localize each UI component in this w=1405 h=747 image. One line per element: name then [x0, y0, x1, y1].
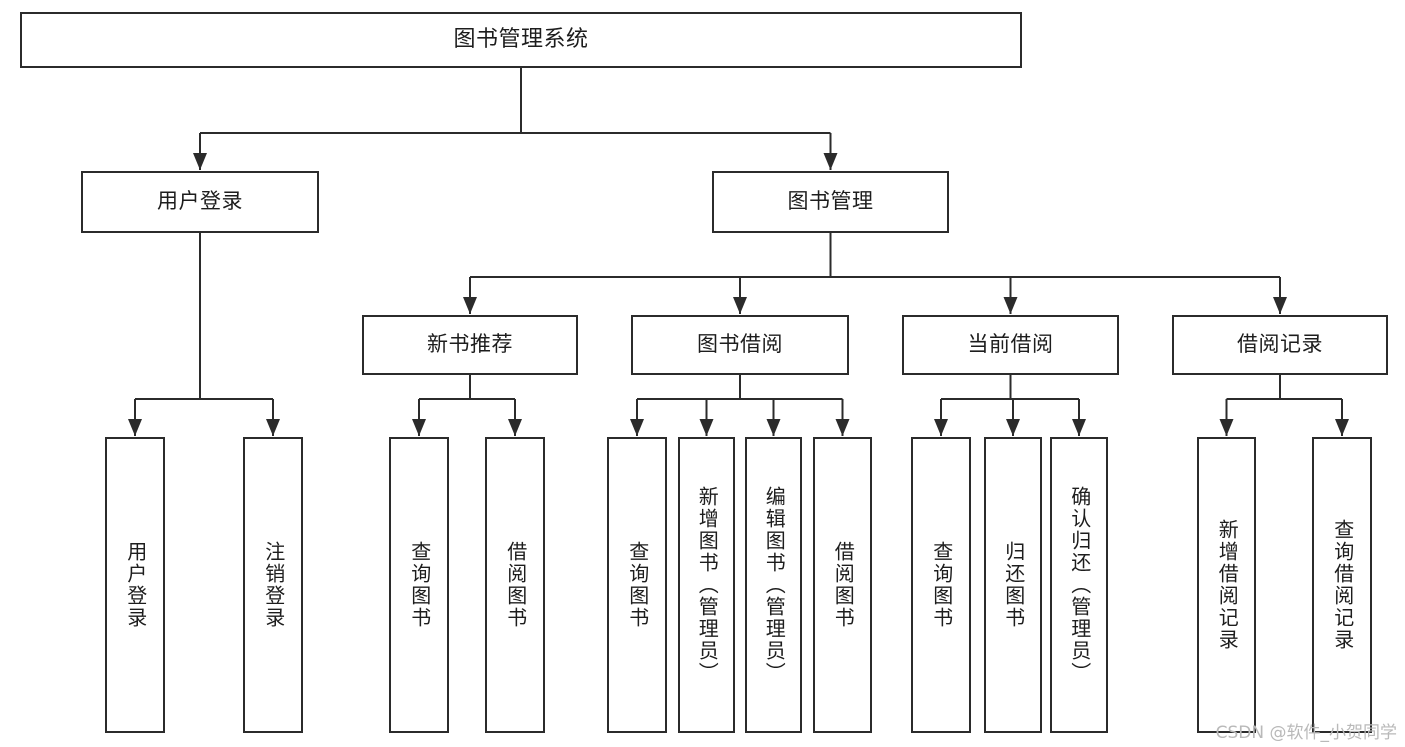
arrowhead-icon — [128, 419, 142, 436]
arrowhead-icon — [733, 297, 747, 314]
node-leaf-add-record[interactable]: 新增借阅记录 — [1197, 437, 1256, 733]
arrowhead-icon — [463, 297, 477, 314]
node-leaf-logout[interactable]: 注销登录 — [243, 437, 303, 733]
node-label: 查询图书 — [929, 541, 954, 629]
node-leaf-edit-book[interactable]: 编辑图书（管理员） — [745, 437, 802, 733]
node-label: 归还图书 — [1001, 541, 1026, 629]
watermark: CSDN @软件_小贺同学 — [1215, 723, 1397, 743]
arrowhead-icon — [1003, 297, 1018, 314]
node-book-borrow[interactable]: 图书借阅 — [631, 315, 849, 375]
node-new-book-recommend[interactable]: 新书推荐 — [362, 315, 578, 375]
arrowhead-icon — [699, 419, 714, 436]
arrowhead-icon — [823, 153, 838, 170]
node-leaf-user-login[interactable]: 用户登录 — [105, 437, 165, 733]
node-label: 当前借阅 — [967, 332, 1054, 357]
node-leaf-confirm-return[interactable]: 确认归还（管理员） — [1050, 437, 1108, 733]
node-leaf-query-record[interactable]: 查询借阅记录 — [1312, 437, 1372, 733]
arrowhead-icon — [1006, 419, 1020, 436]
node-leaf-borrow-book-2[interactable]: 借阅图书 — [813, 437, 872, 733]
node-label: 借阅记录 — [1237, 332, 1323, 357]
node-label: 借阅图书 — [503, 541, 528, 629]
node-label: 查询图书 — [407, 541, 432, 629]
node-label: 借阅图书 — [831, 541, 856, 629]
arrowhead-icon — [934, 419, 948, 436]
node-label: 新增图书（管理员） — [695, 486, 720, 684]
node-label: 确认归还（管理员） — [1067, 486, 1092, 684]
node-user-login[interactable]: 用户登录 — [81, 171, 319, 233]
arrowhead-icon — [1335, 419, 1349, 436]
node-book-manage[interactable]: 图书管理 — [712, 171, 949, 233]
arrowhead-icon — [193, 153, 207, 170]
node-label: 用户登录 — [123, 541, 148, 629]
node-label: 编辑图书（管理员） — [762, 486, 787, 684]
node-leaf-query-book-1[interactable]: 查询图书 — [389, 437, 449, 733]
arrowhead-icon — [508, 419, 522, 436]
node-root[interactable]: 图书管理系统 — [20, 12, 1022, 68]
node-label: 新增借阅记录 — [1215, 519, 1240, 651]
arrowhead-icon — [266, 419, 280, 436]
node-label: 查询图书 — [625, 541, 650, 629]
node-leaf-return-book[interactable]: 归还图书 — [984, 437, 1042, 733]
node-label: 查询借阅记录 — [1330, 519, 1355, 651]
node-borrow-record[interactable]: 借阅记录 — [1172, 315, 1388, 375]
arrowhead-icon — [1273, 297, 1287, 314]
arrowhead-icon — [630, 419, 644, 436]
node-leaf-query-book-3[interactable]: 查询图书 — [911, 437, 971, 733]
node-label: 新书推荐 — [427, 332, 513, 357]
node-label: 图书管理 — [787, 189, 874, 214]
node-current-borrow[interactable]: 当前借阅 — [902, 315, 1119, 375]
node-label: 用户登录 — [157, 189, 243, 214]
node-leaf-query-book-2[interactable]: 查询图书 — [607, 437, 667, 733]
arrowhead-icon — [835, 419, 850, 436]
node-leaf-borrow-book-1[interactable]: 借阅图书 — [485, 437, 545, 733]
arrowhead-icon — [412, 419, 426, 436]
node-label: 图书借阅 — [697, 332, 783, 357]
arrowhead-icon — [766, 419, 781, 436]
arrowhead-icon — [1072, 419, 1086, 436]
node-label: 图书管理系统 — [453, 26, 589, 52]
arrowhead-icon — [1219, 419, 1234, 436]
node-label: 注销登录 — [261, 541, 286, 629]
node-leaf-add-book[interactable]: 新增图书（管理员） — [678, 437, 735, 733]
